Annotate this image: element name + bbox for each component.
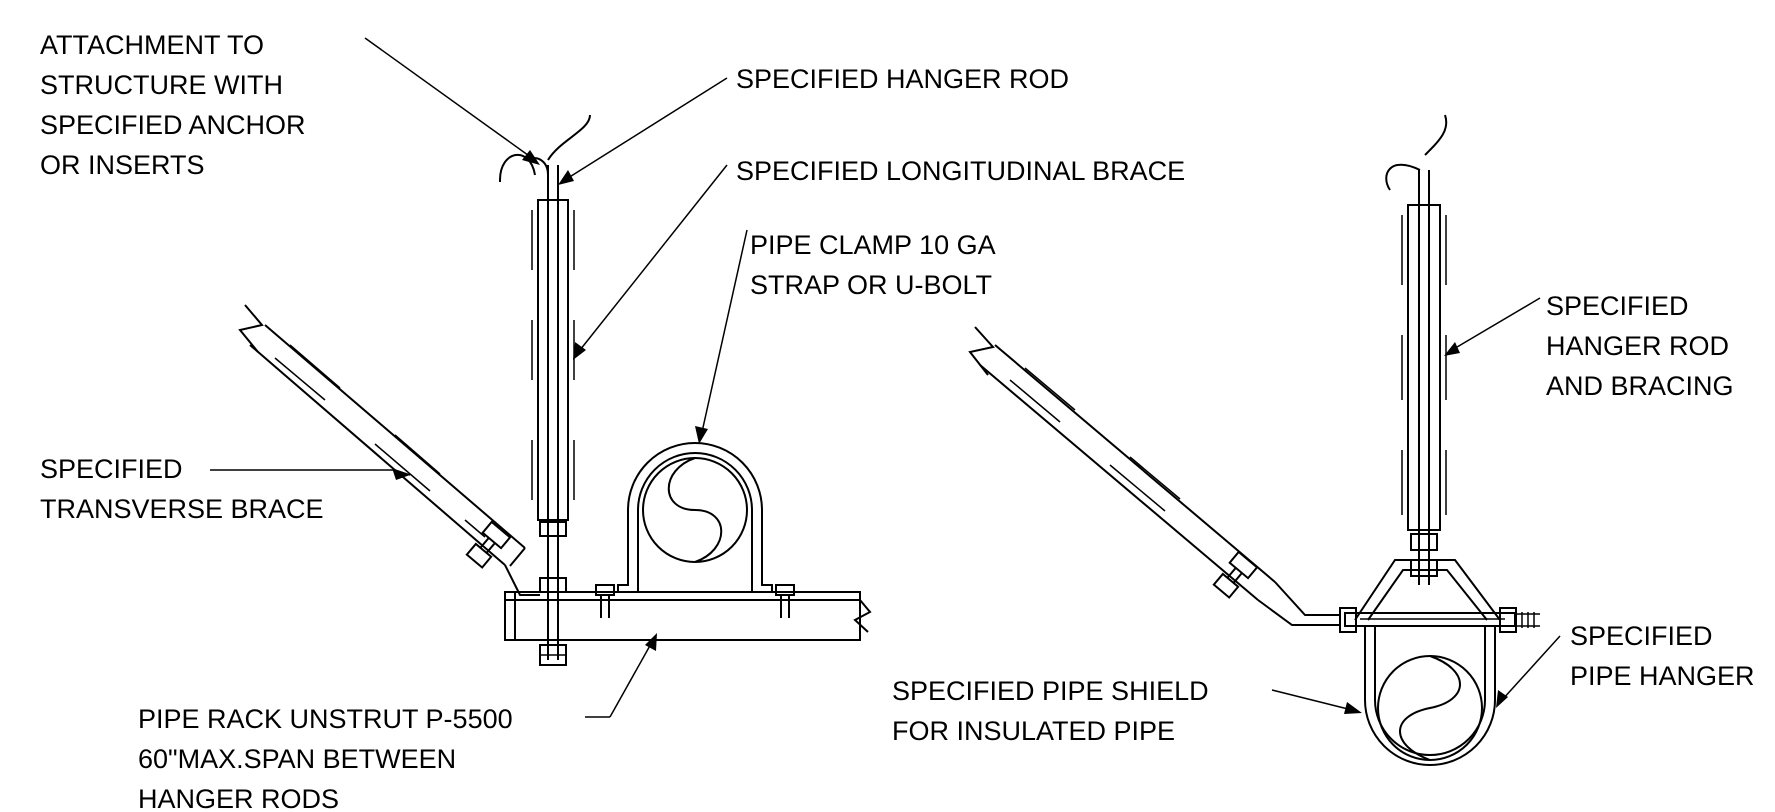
longitudinal-brace-left — [531, 199, 575, 521]
label-pipe-rack-3: HANGER RODS — [138, 784, 339, 812]
left-detail — [238, 114, 872, 666]
rod-nuts-left — [539, 521, 567, 666]
label-longitudinal-brace: SPECIFIED LONGITUDINAL BRACE — [736, 156, 1185, 186]
pipe-left — [642, 457, 748, 563]
label-hanger-rod-left: SPECIFIED HANGER ROD — [736, 64, 1069, 94]
label-attachment-1: ATTACHMENT TO — [40, 30, 264, 60]
right-detail — [968, 114, 1540, 766]
label-pipe-shield-2: FOR INSULATED PIPE — [892, 716, 1175, 746]
label-pipe-clamp-2: STRAP OR U-BOLT — [750, 270, 992, 300]
label-attachment-3: SPECIFIED ANCHOR — [40, 110, 306, 140]
hanger-rod-right — [1418, 170, 1430, 585]
anchor-hook-left — [499, 154, 536, 182]
label-pipe-rack-2: 60"MAX.SPAN BETWEEN — [138, 744, 456, 774]
transverse-brace-left — [238, 304, 540, 596]
transverse-brace-right — [968, 326, 1340, 626]
label-hanger-rod-right-2: HANGER ROD — [1546, 331, 1729, 361]
clevis-hanger — [1339, 559, 1540, 766]
label-hanger-rod-right-1: SPECIFIED — [1546, 291, 1689, 321]
pipe-right — [1377, 655, 1483, 761]
label-hanger-rod-right-3: AND BRACING — [1546, 371, 1734, 401]
leader-lines — [210, 37, 1561, 718]
label-pipe-clamp-1: PIPE CLAMP 10 GA — [750, 230, 996, 260]
label-transverse-brace-2: TRANSVERSE BRACE — [40, 494, 324, 524]
clamp-bolts — [595, 584, 795, 618]
pipe-rack-channel — [504, 591, 872, 641]
labels: ATTACHMENT TO STRUCTURE WITH SPECIFIED A… — [40, 30, 1755, 812]
label-attachment-2: STRUCTURE WITH — [40, 70, 283, 100]
label-attachment-4: OR INSERTS — [40, 150, 205, 180]
hanger-rod-left — [547, 165, 559, 660]
rod-bracing-right — [1401, 204, 1447, 531]
pipe-clamp-strap — [617, 442, 773, 593]
label-pipe-hanger-1: SPECIFIED — [1570, 621, 1713, 651]
label-pipe-shield-1: SPECIFIED PIPE SHIELD — [892, 676, 1209, 706]
label-pipe-hanger-2: PIPE HANGER — [1570, 661, 1755, 691]
label-transverse-brace-1: SPECIFIED — [40, 454, 183, 484]
label-pipe-rack-1: PIPE RACK UNSTRUT P-5500 — [138, 704, 513, 734]
